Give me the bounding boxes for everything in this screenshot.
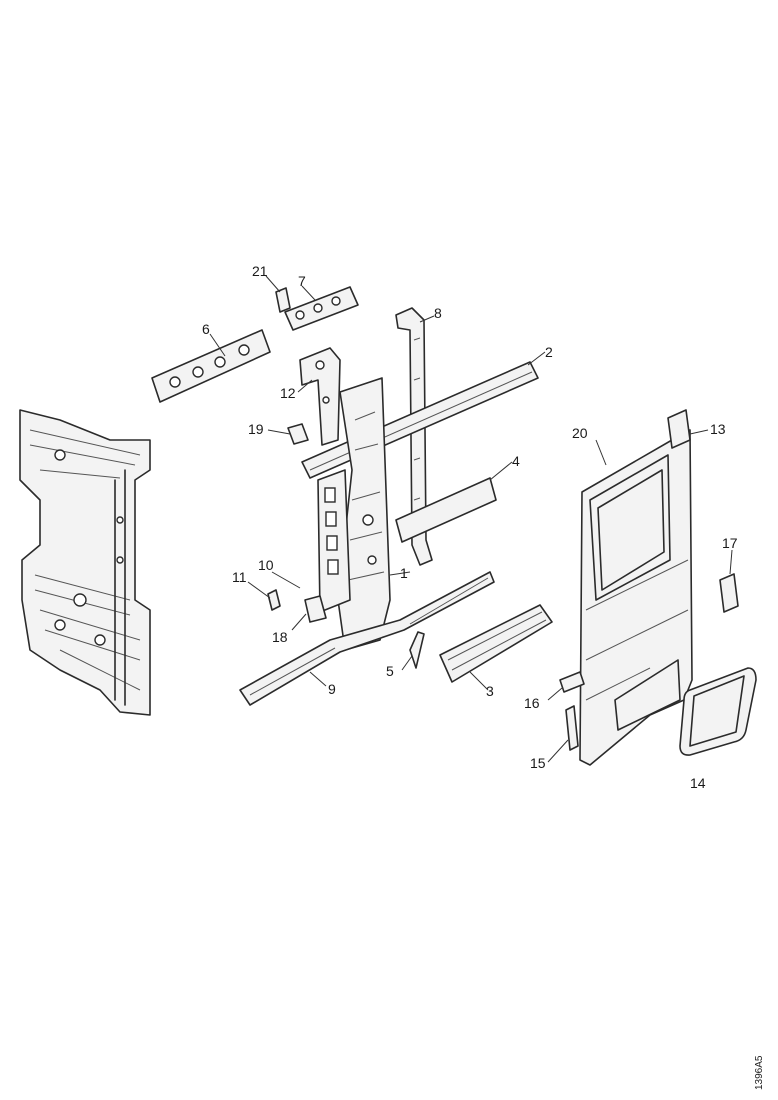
callout-20: 20	[572, 425, 588, 441]
callout-12: 12	[280, 385, 296, 401]
vehicle-body-section	[19, 409, 151, 716]
callout-15: 15	[530, 755, 546, 771]
part-21-clip	[275, 287, 291, 313]
part-14-window-glass	[679, 667, 757, 756]
part-19-clip	[287, 423, 309, 445]
figure-reference-code: 1396A5	[754, 1055, 765, 1090]
callout-labels: 1 2 3 4 5 6 7 8 9 10 11 12 13 14 15 16 1…	[202, 263, 738, 791]
part-7-upper-bracket	[284, 286, 359, 331]
part-1-b-pillar	[337, 377, 391, 651]
callout-16: 16	[524, 695, 540, 711]
callout-19: 19	[248, 421, 264, 437]
part-10-inner-pillar	[317, 469, 351, 613]
part-5-fastener	[409, 631, 425, 669]
callout-13: 13	[710, 421, 726, 437]
callout-3: 3	[486, 683, 494, 699]
part-9-sill-rail	[239, 571, 495, 706]
part-12-pillar-bracket	[299, 347, 341, 446]
part-6-bracket-strip	[151, 329, 271, 403]
callout-10: 10	[258, 557, 274, 573]
part-3-lower-panel	[439, 604, 553, 683]
leader-lines	[209, 275, 733, 763]
side-door-assembly	[579, 409, 693, 766]
callout-8: 8	[434, 305, 442, 321]
part-15-strip	[565, 705, 579, 751]
callout-11: 11	[232, 569, 247, 585]
callout-17: 17	[722, 535, 738, 551]
callout-18: 18	[272, 629, 288, 645]
part-8-rear-pillar	[395, 307, 433, 566]
callout-2: 2	[545, 344, 553, 360]
callout-4: 4	[512, 453, 520, 469]
part-17-bracket	[719, 573, 739, 613]
callout-21: 21	[252, 263, 268, 279]
callout-7: 7	[298, 273, 306, 289]
callout-5: 5	[386, 663, 394, 679]
callout-9: 9	[328, 681, 336, 697]
part-18-bracket	[304, 595, 327, 623]
part-16-hinge	[559, 671, 585, 693]
callout-14: 14	[690, 775, 706, 791]
part-11-clip	[267, 589, 281, 611]
callout-1: 1	[400, 565, 408, 581]
callout-6: 6	[202, 321, 210, 337]
part-4-cross-member	[395, 477, 497, 543]
